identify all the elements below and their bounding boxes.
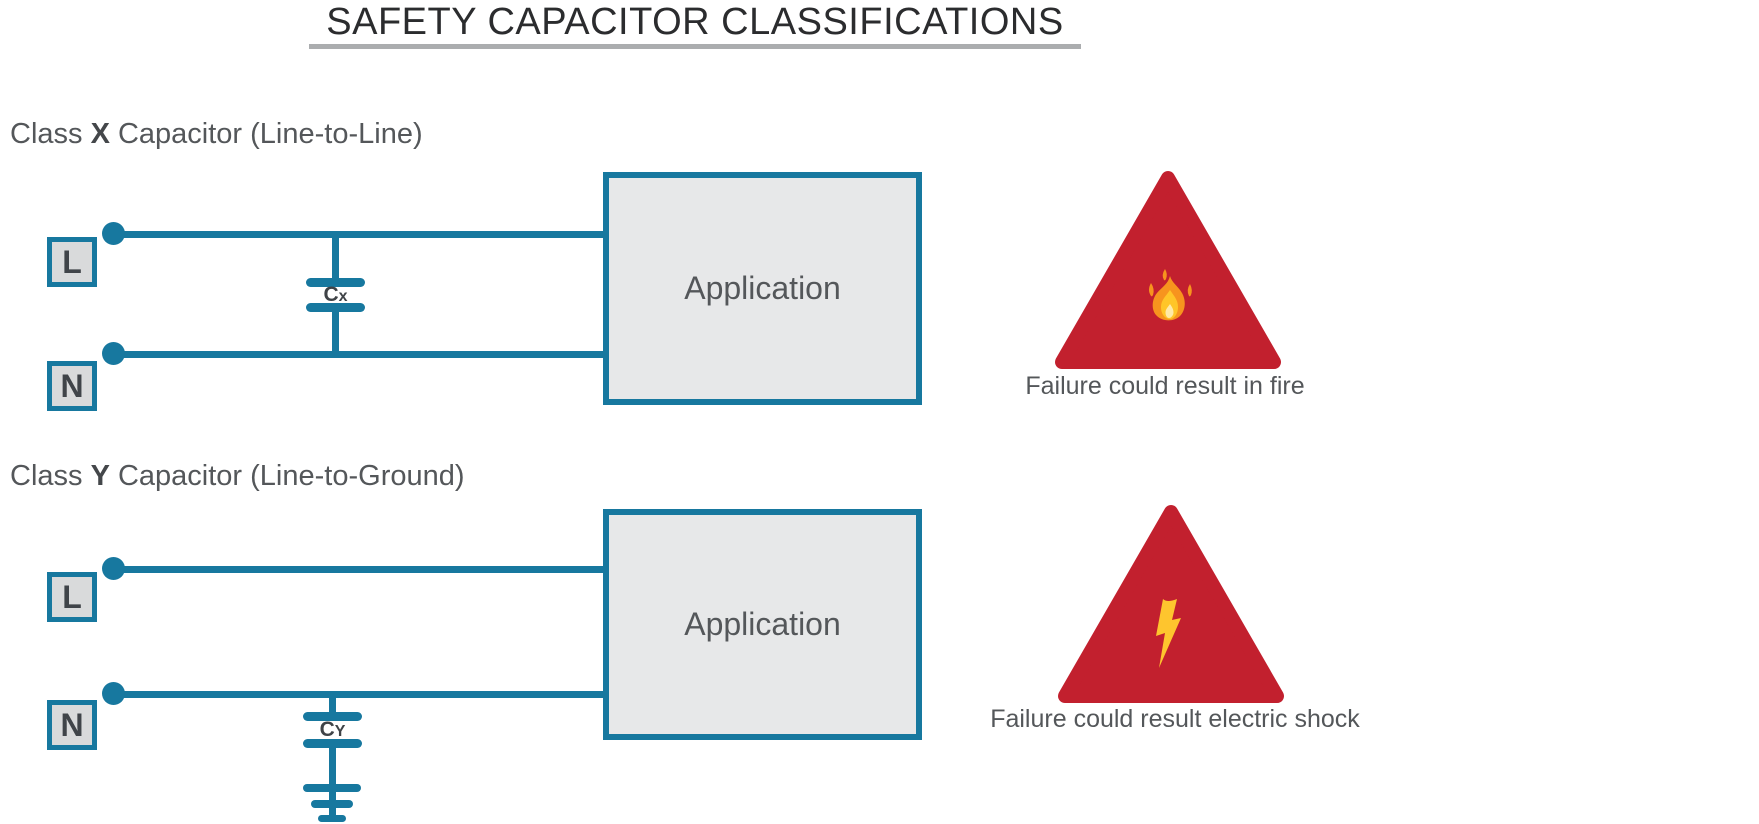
live-terminal-x: L: [47, 237, 97, 287]
capacitor-y-lead-top: [329, 694, 336, 716]
title-underline: [309, 44, 1081, 49]
capacitor-y-symbol: C: [319, 718, 335, 741]
live-node-dot-y: [102, 557, 125, 580]
class-y-label-suffix: Capacitor (Line-to-Ground): [109, 460, 465, 492]
capacitor-y-plate-top: [303, 712, 362, 721]
application-label-y: Application: [684, 606, 841, 642]
capacitor-x-subscript: x: [338, 288, 348, 305]
warning-triangle-fire: [1055, 171, 1281, 369]
fire-icon: [1149, 269, 1192, 321]
live-node-dot-x: [102, 222, 125, 245]
class-y-label-emphasis: Y: [90, 460, 110, 492]
class-x-label-suffix: Capacitor (Line-to-Line): [109, 118, 423, 150]
class-x-label: Class X Capacitor (Line-to-Line): [10, 118, 423, 151]
capacitor-y-plate-bottom: [303, 739, 362, 748]
capacitor-x-symbol: C: [323, 283, 339, 306]
capacitor-x-plate-bottom: [306, 303, 365, 312]
capacitor-y-lead-bottom: [329, 748, 336, 819]
live-terminal-x-letter: L: [62, 244, 82, 280]
class-x-label-prefix: Class: [10, 118, 91, 150]
lightning-icon: [1156, 599, 1181, 668]
live-wire-x: [113, 231, 605, 238]
neutral-terminal-y: N: [47, 700, 97, 750]
neutral-terminal-y-letter: N: [60, 707, 84, 743]
live-wire-y: [113, 566, 605, 573]
ground-bar-3: [318, 815, 346, 822]
application-box-x: Application: [603, 172, 922, 405]
capacitor-x-lead-top: [332, 234, 339, 282]
ground-bar-2: [311, 800, 353, 808]
class-y-label-prefix: Class: [10, 460, 91, 492]
neutral-wire-x: [113, 351, 605, 358]
neutral-node-dot-x: [102, 342, 125, 365]
page-title: SAFETY CAPACITOR CLASSIFICATIONS: [326, 1, 1064, 43]
application-label-x: Application: [684, 270, 841, 306]
class-y-label: Class Y Capacitor (Line-to-Ground): [10, 460, 465, 493]
capacitor-y-subscript: Y: [334, 723, 346, 740]
application-box-y: Application: [603, 509, 922, 740]
capacitor-x-lead-bottom: [332, 311, 339, 358]
capacitor-x-plate-top: [306, 278, 365, 287]
fire-caption: Failure could result in fire: [1025, 372, 1305, 400]
live-terminal-y-letter: L: [62, 579, 82, 615]
ground-bar-1: [303, 784, 361, 792]
shock-caption: Failure could result electric shock: [990, 705, 1360, 733]
neutral-terminal-x-letter: N: [60, 368, 84, 404]
neutral-node-dot-y: [102, 682, 125, 705]
class-x-label-emphasis: X: [90, 118, 110, 150]
neutral-wire-y: [113, 691, 605, 698]
capacitor-y-label: CY: [303, 718, 362, 741]
neutral-terminal-x: N: [47, 361, 97, 411]
live-terminal-y: L: [47, 572, 97, 622]
capacitor-x-label: Cx: [306, 283, 365, 306]
